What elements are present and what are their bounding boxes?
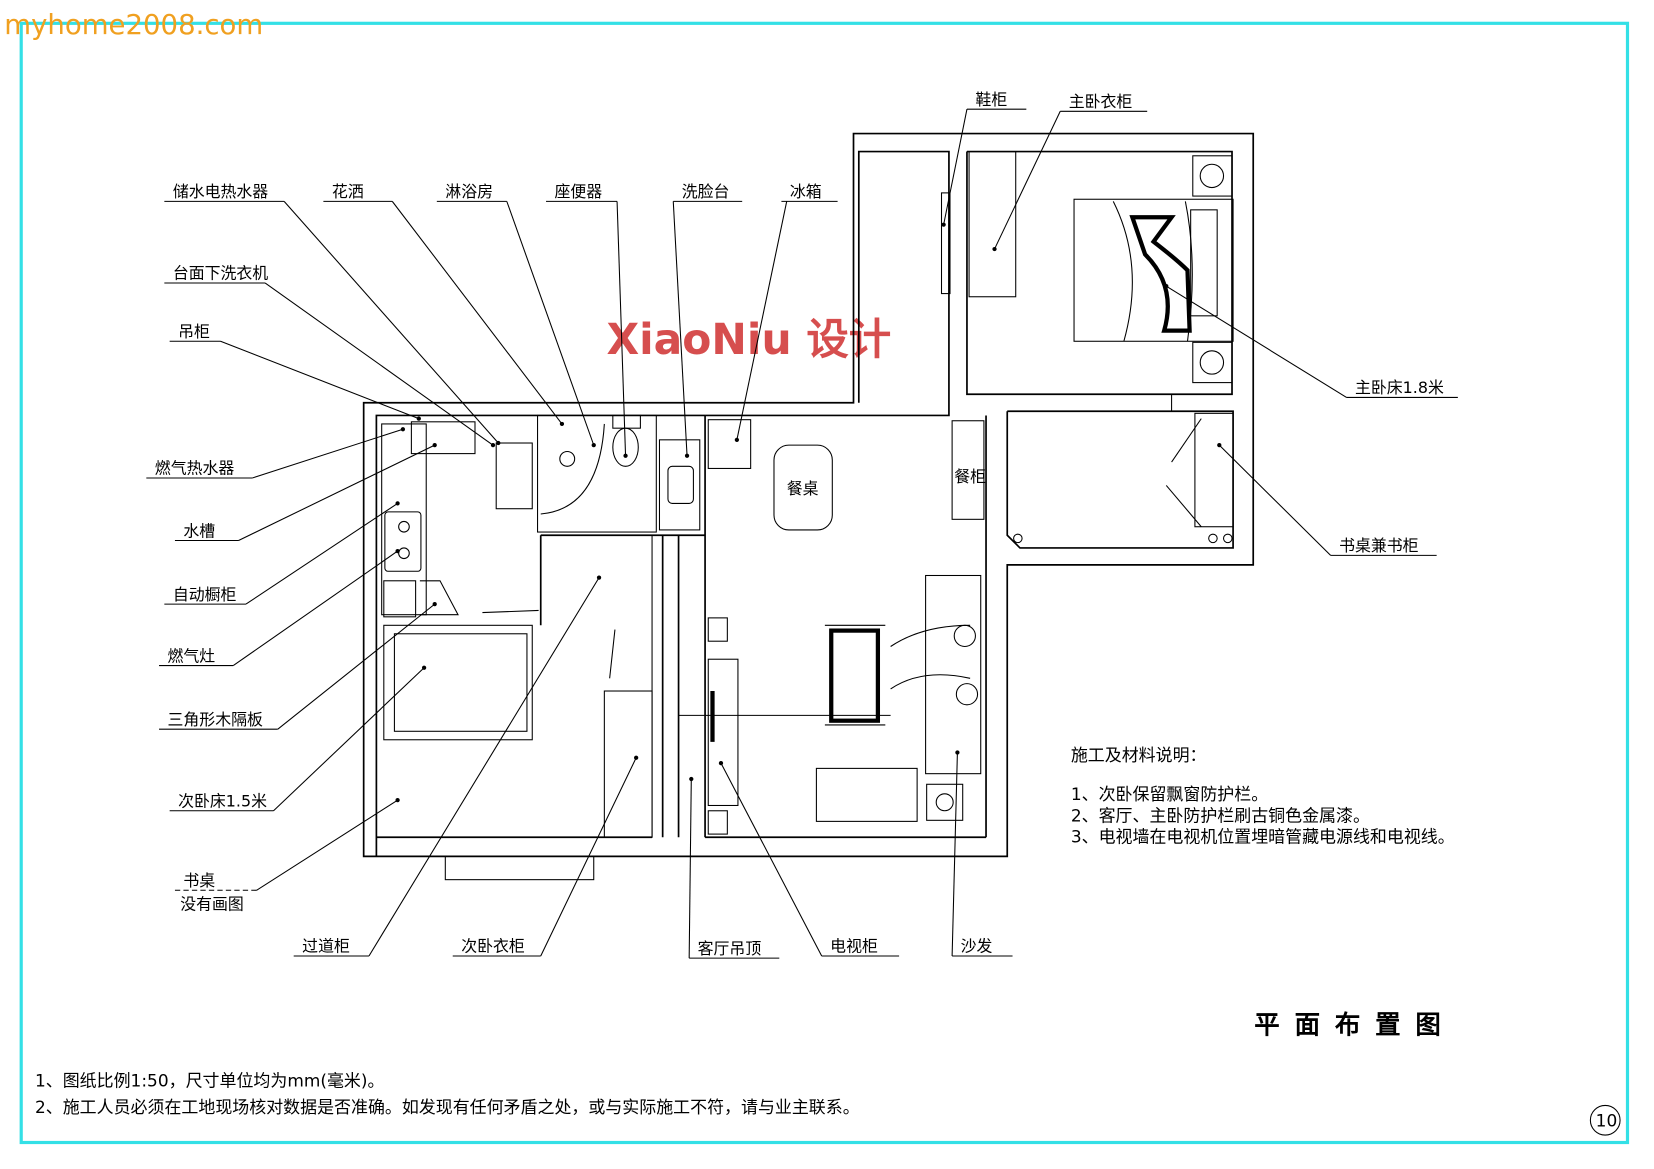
page-number: 10 — [1596, 1111, 1618, 1131]
callout-label: 台面下洗衣机 — [173, 264, 268, 283]
callout-label: 吊柜 — [178, 322, 210, 341]
callout-label: 燃气热水器 — [155, 459, 235, 478]
callout-leader-line — [616, 201, 627, 456]
callout-leader-line — [264, 282, 494, 446]
callout-label: 淋浴房 — [445, 182, 493, 201]
callout-leader-line — [736, 201, 788, 440]
arrowhead-icon — [634, 755, 639, 760]
page-number-circle — [1589, 1104, 1621, 1136]
sideboard-label: 餐柜 — [954, 467, 986, 486]
callout-label: 客厅吊顶 — [698, 939, 762, 958]
callout-leader-line — [220, 340, 419, 420]
arrowhead-icon — [684, 453, 690, 458]
callout-leader-line — [256, 799, 398, 891]
note-item-1: 1、次卧保留飘窗防护栏。 — [1071, 784, 1268, 804]
callout-label: 书桌兼书柜 — [1339, 536, 1419, 555]
callout-leader-line — [688, 778, 692, 959]
callout-label: 燃气灶 — [168, 646, 216, 665]
callout-leader-line — [283, 201, 499, 444]
callout-leader-line — [506, 201, 595, 446]
callout-leader-line — [672, 201, 688, 456]
arrowhead-icon — [941, 222, 946, 227]
callout-label: 主卧床1.8米 — [1355, 378, 1444, 397]
desk-note-label: 没有画图 — [180, 894, 244, 913]
arrowhead-icon — [400, 427, 406, 432]
notes-heading: 施工及材料说明： — [1071, 745, 1207, 765]
arrowhead-icon — [591, 443, 596, 448]
callout-label: 水槽 — [183, 521, 215, 540]
arrowhead-icon — [395, 798, 400, 803]
callout-leader-line — [994, 111, 1061, 250]
arrowhead-icon — [416, 416, 421, 421]
arrowhead-icon — [734, 437, 739, 442]
callout-leader-line — [951, 752, 958, 956]
arrowhead-icon — [395, 501, 400, 506]
arrowhead-icon — [496, 440, 501, 446]
callout-leader-line — [391, 201, 563, 425]
fixtures: 餐桌 餐柜 — [381, 151, 1234, 838]
walls — [362, 132, 1255, 881]
site-watermark: myhome2008.com — [4, 9, 263, 41]
arrowhead-icon — [689, 776, 694, 782]
arrowhead-icon — [718, 760, 724, 766]
drawing-frame — [19, 21, 1630, 1145]
callout-label: 沙发 — [961, 937, 993, 956]
arrowhead-icon — [432, 601, 437, 607]
callout-label: 三角形木隔板 — [168, 710, 263, 729]
callout-leader-line — [1166, 285, 1347, 398]
arrowhead-icon — [1217, 443, 1222, 448]
callout-label: 自动橱柜 — [173, 585, 237, 604]
arrowhead-icon — [432, 443, 437, 448]
callout-label: 电视柜 — [830, 937, 878, 956]
callout-label: 次卧衣柜 — [461, 937, 525, 956]
callout-label: 次卧床1.5米 — [178, 792, 267, 811]
callout-label: 洗脸台 — [682, 182, 730, 201]
callout-leader-line — [245, 502, 398, 605]
arrowhead-icon — [955, 750, 960, 755]
callout-leader-line — [238, 444, 435, 541]
dining-table-label: 餐桌 — [787, 479, 819, 498]
callout-leader-line — [252, 428, 404, 479]
callout-label: 过道柜 — [302, 937, 350, 956]
callout-leaders: 储水电热水器 花洒 淋浴房 座便器 洗脸台 冰箱台面下洗衣机吊柜燃气热水器水槽自动橱柜燃气… — [146, 90, 1458, 959]
notes-right: 施工及材料说明： 1、次卧保留飘窗防护栏。 2、客厅、主卧防护栏刷古铜色金属漆。… — [1071, 745, 1455, 847]
callout-leader-line — [720, 762, 823, 957]
arrowhead-icon — [395, 548, 400, 554]
arrowhead-icon — [992, 246, 997, 252]
callout-label: 储水电热水器 — [173, 182, 268, 201]
callout-leader-line — [273, 667, 425, 812]
callout-label: 主卧衣柜 — [1069, 92, 1133, 111]
bottom-note-1: 1、图纸比例1:50，尺寸单位均为mm(毫米)。 — [35, 1070, 384, 1090]
drawing-title: 平面布置图 — [1254, 1009, 1455, 1039]
arrowhead-icon — [490, 443, 496, 448]
callout-leader-line — [540, 757, 637, 957]
callout-leader-line — [943, 109, 968, 225]
callout-label: 座便器 — [555, 182, 603, 201]
arrowhead-icon — [421, 665, 427, 670]
note-item-3: 3、电视墙在电视机位置埋暗管藏电源线和电视线。 — [1071, 827, 1455, 847]
arrowhead-icon — [559, 421, 565, 427]
callout-label: 鞋柜 — [975, 90, 1007, 109]
callout-label: 花洒 — [332, 182, 364, 201]
callout-leader-line — [277, 603, 436, 730]
callout-leader-line — [368, 577, 600, 957]
bottom-note-2: 2、施工人员必须在工地现场核对数据是否准确。如发现有任何矛盾之处，或与实际施工不… — [35, 1097, 860, 1117]
brand-watermark: XiaoNiu 设计 — [606, 315, 891, 364]
callout-leader-line — [232, 550, 398, 667]
callout-leader-line — [1218, 444, 1331, 556]
callout-label: 冰箱 — [790, 182, 822, 201]
callout-label: 书桌 — [183, 871, 215, 890]
arrowhead-icon — [1164, 284, 1169, 289]
note-item-2: 2、客厅、主卧防护栏刷古铜色金属漆。 — [1071, 805, 1370, 825]
arrowhead-icon — [596, 575, 602, 580]
arrowhead-icon — [623, 453, 628, 458]
